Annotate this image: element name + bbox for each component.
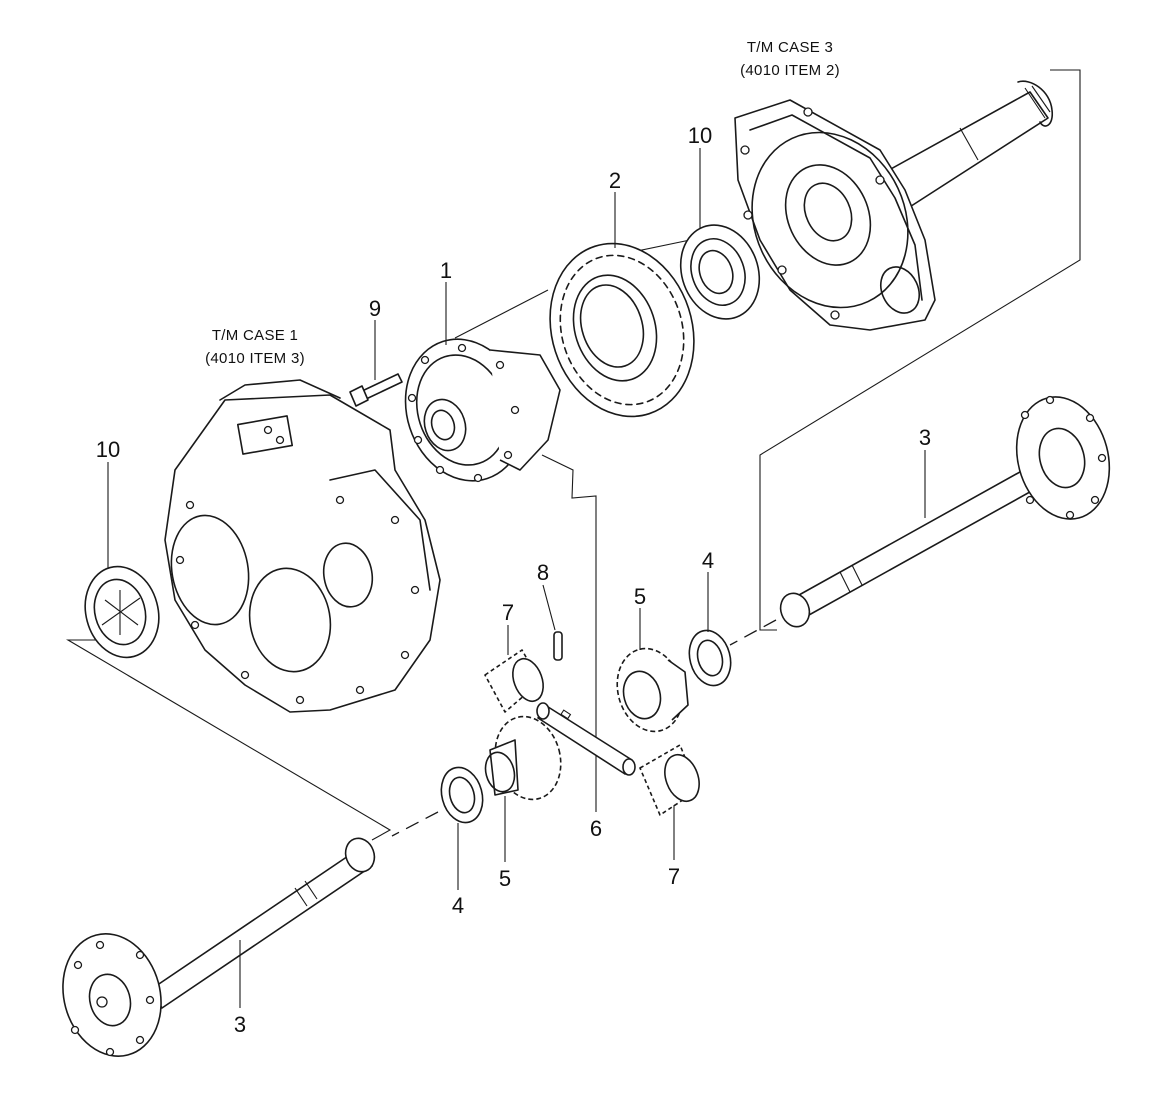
tm-case-3 (734, 80, 1054, 331)
case3-caption-line2: (4010 ITEM 2) (740, 62, 840, 79)
callout-item-3-right: 3 (919, 425, 931, 450)
callout-item-2: 2 (609, 168, 621, 193)
callout-item-10-left: 10 (96, 437, 120, 462)
thrust-washer-left (440, 766, 484, 824)
lock-pin (553, 631, 563, 661)
differential-case (404, 338, 561, 483)
assembly-lines (65, 69, 1081, 841)
callout-item-4-right: 4 (702, 548, 714, 573)
callout-item-1: 1 (440, 258, 452, 283)
case1-caption-line2: (4010 ITEM 3) (205, 350, 305, 367)
pinion-shaft (536, 702, 636, 776)
callout-item-10-top: 10 (688, 123, 712, 148)
callout-item-7-top: 7 (502, 600, 514, 625)
bolt (349, 373, 403, 407)
case3-caption-line1: T/M CASE 3 (747, 39, 833, 56)
callout-item-7-bottom: 7 (668, 864, 680, 889)
leader-lines (107, 148, 926, 1008)
callout-item-9: 9 (369, 296, 381, 321)
axle-shaft-right (779, 395, 1111, 628)
bearing-top (679, 224, 761, 320)
axle-shaft-left (62, 837, 376, 1057)
callout-item-5-right: 5 (634, 584, 646, 609)
callout-item-5-left: 5 (499, 866, 511, 891)
callout-item-8: 8 (537, 560, 549, 585)
side-gear-right (616, 647, 689, 733)
pinion-gear-bottom (639, 744, 700, 816)
side-gear-left (484, 715, 562, 801)
callout-item-3-left: 3 (234, 1012, 246, 1037)
callout-item-6: 6 (590, 816, 602, 841)
case1-caption-line1: T/M CASE 1 (212, 327, 298, 344)
callout-item-4-left: 4 (452, 893, 464, 918)
tm-case-1 (164, 379, 441, 713)
thrust-washer-right (688, 629, 732, 687)
bearing-left (84, 565, 160, 659)
pinion-gear-top (484, 649, 544, 713)
ring-gear (549, 242, 695, 418)
